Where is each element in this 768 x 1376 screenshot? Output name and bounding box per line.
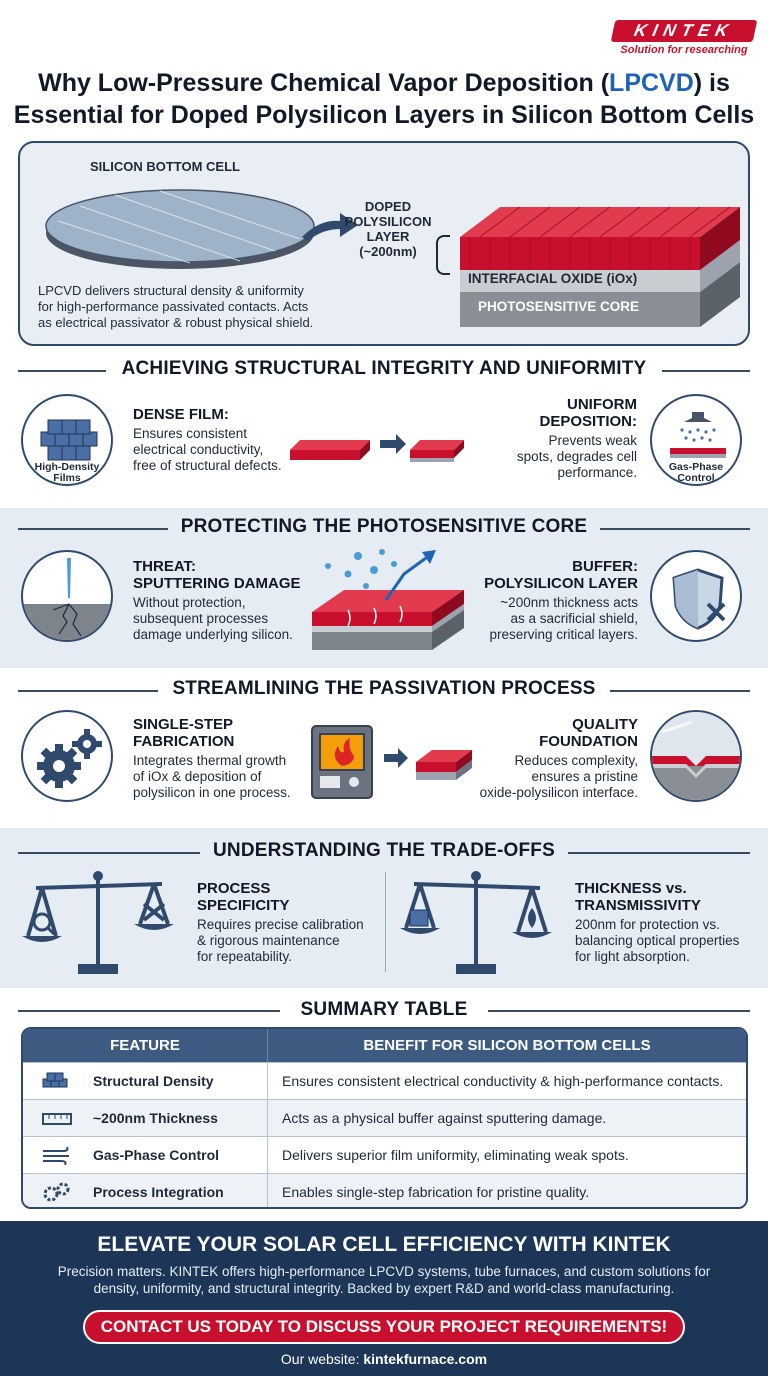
divider xyxy=(18,690,158,692)
table-row: Gas-Phase Control Delivers superior film… xyxy=(23,1136,746,1173)
table-row: Process Integration Enables single-step … xyxy=(23,1173,746,1207)
layer-bracket xyxy=(436,235,450,275)
scale-thickness-icon xyxy=(400,871,552,974)
sputtering-damage-icon xyxy=(21,550,113,642)
furnace-process-illustration xyxy=(311,725,472,799)
section-protect-title: PROTECTING THE PHOTOSENSITIVE CORE xyxy=(180,516,588,537)
divider xyxy=(662,370,750,372)
gears-icon xyxy=(21,710,113,802)
table-header: FEATURE BENEFIT FOR SILICON BOTTOM CELLS xyxy=(23,1029,746,1062)
wind-icon xyxy=(43,1146,69,1165)
hero-core-label: PHOTOSENSITIVE CORE xyxy=(478,299,640,314)
section-structural-title: ACHIEVING STRUCTURAL INTEGRITY AND UNIFO… xyxy=(121,358,647,379)
table-row: ~200nm Thickness Acts as a physical buff… xyxy=(23,1099,746,1136)
brand-name: KINTEK xyxy=(610,20,758,42)
sputtering-shield-illustration xyxy=(312,549,464,650)
contact-us-button[interactable]: CONTACT US TODAY TO DISCUSS YOUR PROJECT… xyxy=(83,1310,685,1344)
website-link[interactable]: kintekfurnace.com xyxy=(363,1351,488,1367)
interface-magnify-icon xyxy=(650,710,742,802)
hero-description: LPCVD delivers structural density & unif… xyxy=(38,283,314,330)
thickness-block: THICKNESS vs.TRANSMISSIVITY 200nm for pr… xyxy=(575,880,740,964)
section-tradeoffs-bg xyxy=(0,828,768,988)
buffer-block: BUFFER:POLYSILICON LAYER ~200nm thicknes… xyxy=(484,558,638,642)
divider xyxy=(18,370,106,372)
brand-tagline: Solution for researching xyxy=(620,44,748,56)
divider xyxy=(568,852,750,854)
divider xyxy=(488,1010,750,1012)
hero-oxide-label: INTERFACIAL OXIDE (iOx) xyxy=(468,271,638,286)
brand-logo[interactable]: KINTEK Solution for researching xyxy=(610,20,758,56)
divider xyxy=(18,1010,280,1012)
cubes-icon xyxy=(42,1072,68,1088)
gears-icon xyxy=(43,1182,70,1202)
footer-body: Precision matters. KINTEK offers high-pe… xyxy=(57,1264,711,1296)
table-row: Structural Density Ensures consistent el… xyxy=(23,1062,746,1099)
section-tradeoffs-title: UNDERSTANDING THE TRADE-OFFS xyxy=(213,840,555,861)
divider xyxy=(385,872,386,972)
film-comparison-illustration xyxy=(290,434,464,462)
shield-icon xyxy=(650,550,742,642)
wafer-illustration xyxy=(45,189,315,269)
footer-headline: ELEVATE YOUR SOLAR CELL EFFICIENCY WITH … xyxy=(97,1233,671,1256)
arrow-right-icon xyxy=(302,213,358,241)
threat-block: THREAT:SPUTTERING DAMAGE Without protect… xyxy=(133,558,301,642)
page-title: Why Low-Pressure Chemical Vapor Depositi… xyxy=(13,69,755,129)
divider xyxy=(18,852,200,854)
scale-process-icon xyxy=(22,871,174,974)
divider xyxy=(610,690,750,692)
section-streamline-title: STREAMLINING THE PASSIVATION PROCESS xyxy=(172,678,596,699)
summary-title: SUMMARY TABLE xyxy=(300,999,468,1020)
divider xyxy=(600,528,750,530)
layer-stack-illustration xyxy=(460,206,740,327)
hero-cell-label: SILICON BOTTOM CELL xyxy=(90,159,240,174)
title-highlight: LPCVD xyxy=(609,69,694,97)
divider xyxy=(18,528,168,530)
website-line: Our website: kintekfurnace.com xyxy=(280,1351,488,1367)
footer-banner: ELEVATE YOUR SOLAR CELL EFFICIENCY WITH … xyxy=(0,1221,768,1376)
summary-table: FEATURE BENEFIT FOR SILICON BOTTOM CELLS… xyxy=(21,1027,748,1209)
ruler-icon xyxy=(42,1113,72,1125)
